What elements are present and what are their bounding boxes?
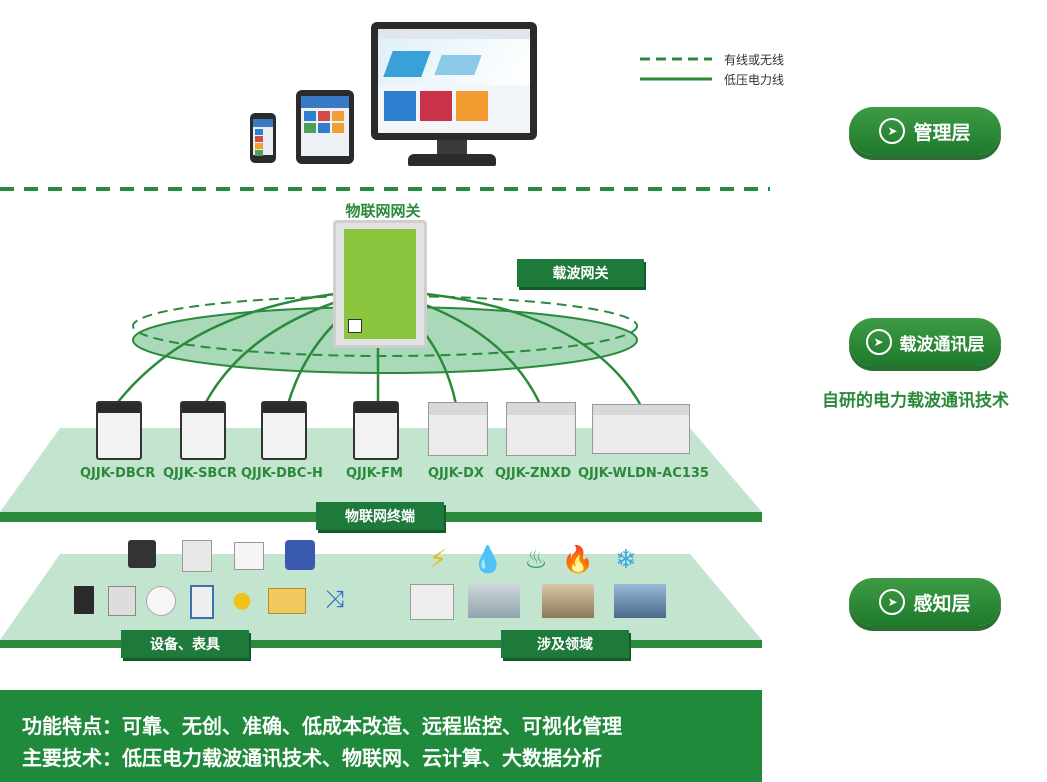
device-dbc-h xyxy=(261,401,307,460)
valve-icon xyxy=(285,540,315,570)
gas-flame-icon: ♨ xyxy=(524,545,548,575)
water-drop-icon: 💧 xyxy=(471,545,505,575)
fire-icon: 🔥 xyxy=(561,545,595,575)
energy-meter-icon xyxy=(182,540,212,572)
device-fm xyxy=(353,401,399,460)
heater-icon xyxy=(268,588,306,614)
escalator-icon: ⤨ xyxy=(325,585,345,613)
device-label: QJJK-DBCR xyxy=(80,466,156,481)
bulb-icon: ● xyxy=(232,587,252,613)
perception-layer-label: 感知层 xyxy=(913,592,971,615)
device-label: QJJK-SBCR xyxy=(163,466,237,481)
power-meter-icon xyxy=(128,540,156,568)
device-dbcr xyxy=(96,401,142,460)
device-znxd xyxy=(506,402,576,456)
feature-banner: 功能特点：可靠、无创、准确、低成本改造、远程监控、可视化管理 主要技术：低压电力… xyxy=(0,690,762,782)
factory-photo xyxy=(542,584,594,618)
feature-line: 功能特点：可靠、无创、准确、低成本改造、远程监控、可视化管理 xyxy=(22,714,622,738)
device-label: QJJK-WLDN-AC135 xyxy=(578,466,709,481)
office-photo xyxy=(468,584,520,618)
breaker-icon xyxy=(108,586,136,616)
iot-terminal-tag: 物联网终端 xyxy=(316,502,444,530)
legend-low-voltage-line: 低压电力线 xyxy=(724,73,785,87)
carrier-gateway-tag: 载波网关 xyxy=(517,259,644,287)
monitor-stand xyxy=(437,140,467,156)
iot-gateway-device xyxy=(333,220,427,348)
phone-device xyxy=(250,113,276,163)
gas-meter-icon xyxy=(234,542,264,570)
monitor-device xyxy=(371,22,537,140)
carrier-layer-label: 载波通讯层 xyxy=(899,334,985,355)
industrial-photo xyxy=(614,584,666,618)
snowflake-icon: ❄ xyxy=(615,545,637,575)
arrow-icon: ➤ xyxy=(879,589,906,615)
device-sbcr xyxy=(180,401,226,460)
legend-wired-or-wireless: 有线或无线 xyxy=(724,53,785,67)
device-wldn-ac135 xyxy=(592,404,690,454)
controller-icon xyxy=(74,586,94,614)
carrier-layer-badge: ➤ 载波通讯层 xyxy=(849,318,1001,366)
management-layer-label: 管理层 xyxy=(913,121,971,144)
control-panel-photo xyxy=(410,584,454,620)
smoke-detector-icon xyxy=(146,586,176,616)
carrier-layer-subtitle: 自研的电力载波通讯技术 xyxy=(822,391,1009,411)
management-layer-badge: ➤ 管理层 xyxy=(849,107,1001,155)
device-label: QJJK-DBC-H xyxy=(241,466,323,481)
perception-layer-badge: ➤ 感知层 xyxy=(849,578,1001,626)
technology-line: 主要技术：低压电力载波通讯技术、物联网、云计算、大数据分析 xyxy=(22,746,602,770)
equipment-meters-tag: 设备、表具 xyxy=(121,630,249,658)
device-label: QJJK-FM xyxy=(346,466,403,481)
device-dx xyxy=(428,402,488,456)
iot-gateway-label: 物联网网关 xyxy=(345,202,421,220)
arrow-icon: ➤ xyxy=(865,329,892,355)
device-label: QJJK-DX xyxy=(428,466,484,481)
lightning-icon: ⚡ xyxy=(428,545,448,575)
device-label: QJJK-ZNXD xyxy=(495,466,572,481)
switch-icon xyxy=(190,585,214,619)
arrow-icon: ➤ xyxy=(879,118,906,144)
domains-tag: 涉及领域 xyxy=(501,630,629,658)
tablet-device xyxy=(296,90,354,164)
